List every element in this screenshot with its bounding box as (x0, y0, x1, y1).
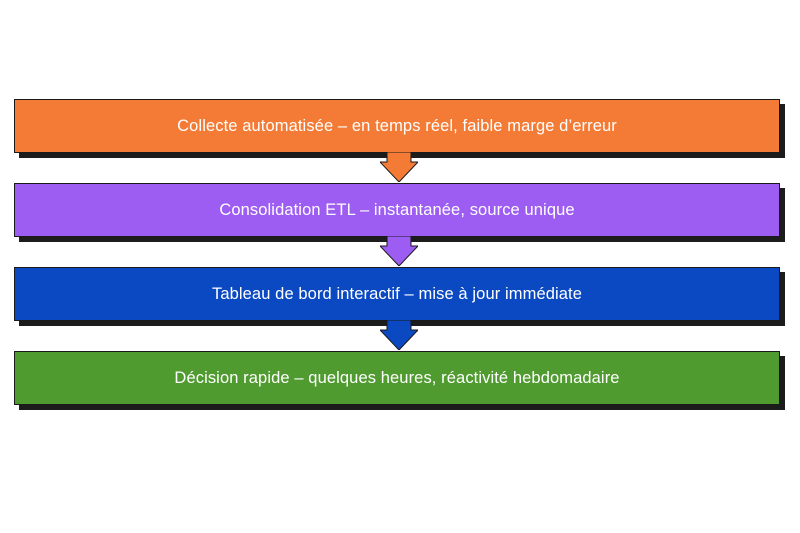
down-arrow-icon (380, 236, 418, 266)
step-consolidation: Consolidation ETL – instantanée, source … (14, 183, 780, 237)
step-collecte: Collecte automatisée – en temps réel, fa… (14, 99, 780, 153)
arrow-shape (380, 236, 418, 266)
step-collecte-label: Collecte automatisée – en temps réel, fa… (177, 116, 617, 135)
down-arrow-icon (380, 152, 418, 182)
step-tableau-de-bord-label: Tableau de bord interactif – mise à jour… (211, 284, 583, 303)
step-tableau-de-bord: Tableau de bord interactif – mise à jour… (14, 267, 780, 321)
step-decision-label: Décision rapide – quelques heures, réact… (174, 368, 620, 387)
step-consolidation-label: Consolidation ETL – instantanée, source … (219, 200, 575, 219)
arrow-shape (380, 152, 418, 182)
down-arrow-icon (380, 320, 418, 350)
step-decision: Décision rapide – quelques heures, réact… (14, 351, 780, 405)
arrow-shape (380, 320, 418, 350)
